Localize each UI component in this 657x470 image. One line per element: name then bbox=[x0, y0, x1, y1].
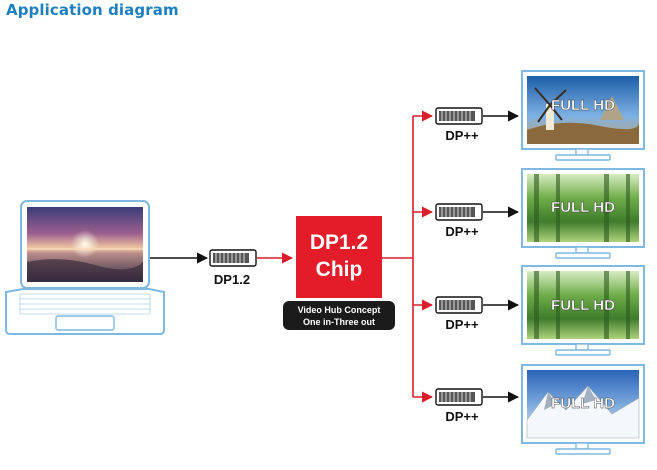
output-port-label-3: DP++ bbox=[445, 317, 479, 332]
monitor-icon-4: FULL HD bbox=[521, 364, 645, 455]
dp-port-connector-icon bbox=[435, 107, 483, 125]
dp-port-connector-icon bbox=[435, 296, 483, 314]
chip-caption-line2: One in-Three out bbox=[303, 317, 375, 327]
output-branch-2: DP++ FULL HD bbox=[413, 168, 645, 259]
output-port-label-2: DP++ bbox=[445, 224, 479, 239]
output-branch-1: DP++ FULL HD bbox=[413, 70, 645, 161]
monitor-icon-1: FULL HD bbox=[521, 70, 645, 161]
monitor-icon-2: FULL HD bbox=[521, 168, 645, 259]
monitor-icon-3: FULL HD bbox=[521, 265, 645, 356]
screen-text-3: FULL HD bbox=[551, 297, 615, 314]
dp-port-connector-icon bbox=[435, 388, 483, 406]
dp-chip-block: DP1.2 Chip bbox=[296, 216, 382, 298]
screen-text-1: FULL HD bbox=[551, 97, 615, 114]
screen-text-2: FULL HD bbox=[551, 199, 615, 216]
input-port-label: DP1.2 bbox=[214, 272, 250, 287]
page-title: Application diagram bbox=[6, 1, 179, 19]
dp-port-connector-icon bbox=[435, 203, 483, 221]
output-branch-4: DP++ FULL HD bbox=[413, 364, 645, 455]
output-branch-3: DP++ FULL HD bbox=[413, 265, 645, 356]
chip-caption-line1: Video Hub Concept bbox=[298, 305, 381, 315]
output-port-label-4: DP++ bbox=[445, 409, 479, 424]
chip-caption-badge: Video Hub Concept One in-Three out bbox=[283, 301, 395, 330]
screen-text-4: FULL HD bbox=[551, 395, 615, 412]
laptop-trackpad bbox=[55, 315, 115, 331]
dp-port-connector-icon bbox=[209, 249, 257, 267]
laptop-icon bbox=[5, 200, 165, 335]
chip-line1: DP1.2 bbox=[310, 231, 368, 254]
chip-line2: Chip bbox=[316, 258, 363, 281]
output-port-label-1: DP++ bbox=[445, 128, 479, 143]
